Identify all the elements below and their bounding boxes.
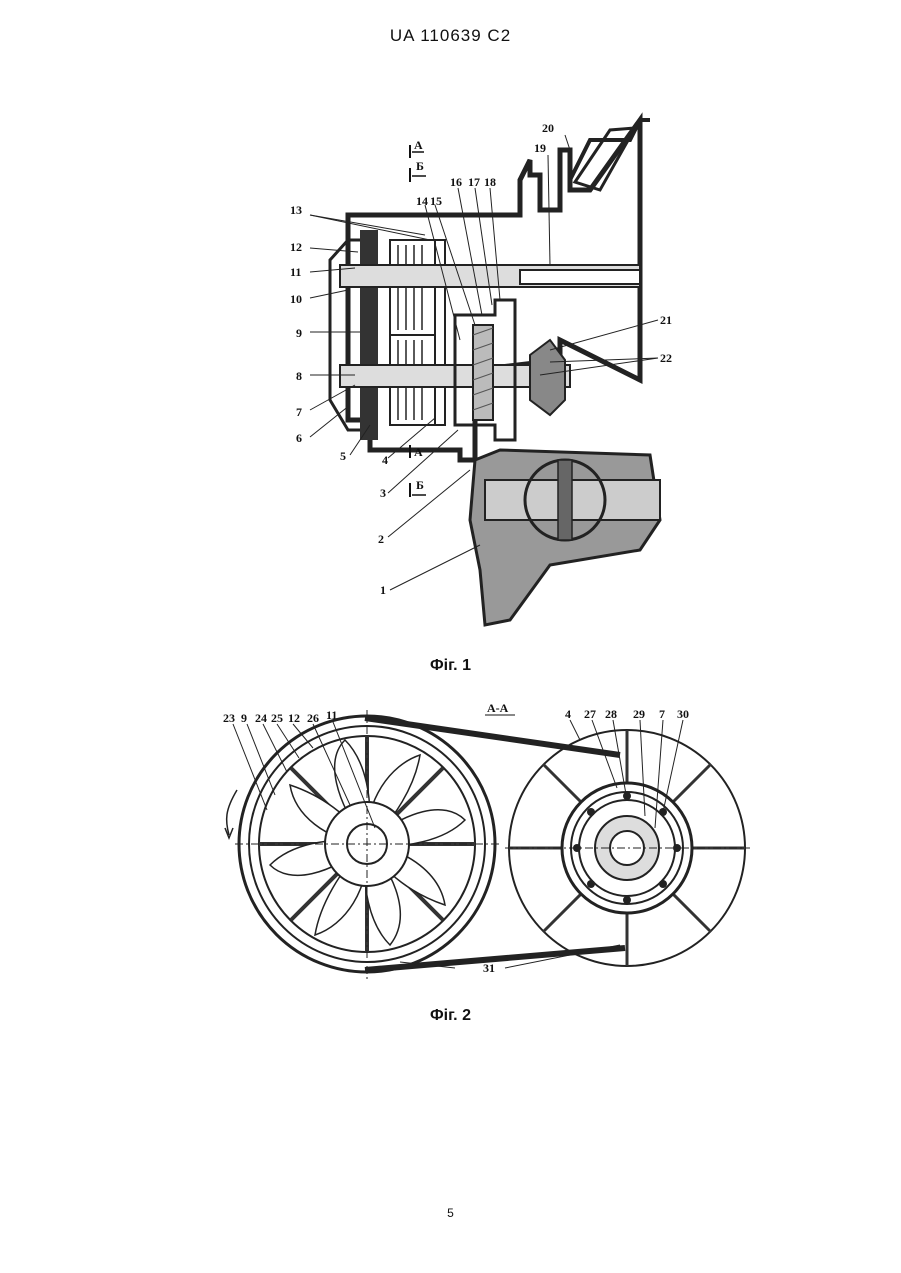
label-12: 12 <box>288 711 300 725</box>
svg-text:А: А <box>414 445 423 459</box>
label-24: 24 <box>255 711 267 725</box>
label-25: 25 <box>271 711 283 725</box>
label-15: 15 <box>430 194 442 208</box>
label-7: 7 <box>296 405 302 419</box>
label-13: 13 <box>290 203 302 217</box>
side-plate <box>360 230 378 440</box>
label-29: 29 <box>633 707 645 721</box>
label-11: 11 <box>326 708 337 722</box>
label-6: 6 <box>296 431 302 445</box>
label-27: 27 <box>584 707 596 721</box>
svg-text:Б: Б <box>416 478 424 492</box>
label-26: 26 <box>307 711 319 725</box>
figure-2-drawing: А-А 23 9 24 25 12 26 11 4 27 28 29 7 30 … <box>215 700 765 990</box>
label-9: 9 <box>241 711 247 725</box>
label-9: 9 <box>296 326 302 340</box>
label-30: 30 <box>677 707 689 721</box>
label-16: 16 <box>450 175 462 189</box>
label-4: 4 <box>382 453 388 467</box>
label-23: 23 <box>223 711 235 725</box>
patent-header: UA 110639 C2 <box>0 26 901 46</box>
svg-text:А: А <box>414 138 423 152</box>
section-title: А-А <box>487 701 509 715</box>
label-14: 14 <box>416 194 428 208</box>
label-28: 28 <box>605 707 617 721</box>
svg-text:Б: Б <box>416 159 424 173</box>
figure-2-svg: А-А 23 9 24 25 12 26 11 4 27 28 29 7 30 … <box>215 700 765 985</box>
label-5: 5 <box>340 449 346 463</box>
rotation-arrow-icon <box>227 790 237 835</box>
label-19: 19 <box>534 141 546 155</box>
output-shaft-19 <box>520 270 640 284</box>
spider-gear <box>558 460 572 540</box>
label-20: 20 <box>542 121 554 135</box>
figure-1-svg: А Б А Б <box>230 100 690 640</box>
section-marker-a-top: А <box>410 138 424 158</box>
label-11: 11 <box>290 265 301 279</box>
figure-1-caption: Фіг. 1 <box>0 657 901 675</box>
label-18: 18 <box>484 175 496 189</box>
label-10: 10 <box>290 292 302 306</box>
helical-gear <box>473 325 493 420</box>
section-marker-b-bottom: Б <box>410 478 426 497</box>
label-1: 1 <box>380 583 386 597</box>
label-4: 4 <box>565 707 571 721</box>
label-21: 21 <box>660 313 672 327</box>
label-22: 22 <box>660 351 672 365</box>
label-8: 8 <box>296 369 302 383</box>
label-7: 7 <box>659 707 665 721</box>
label-12: 12 <box>290 240 302 254</box>
figure-2-caption: Фіг. 2 <box>0 1007 901 1025</box>
page-number: 5 <box>0 1206 901 1220</box>
label-2: 2 <box>378 532 384 546</box>
label-3: 3 <box>380 486 386 500</box>
figure-1-drawing: А Б А Б <box>230 100 690 645</box>
label-17: 17 <box>468 175 480 189</box>
label-31: 31 <box>483 961 495 975</box>
section-marker-b-top: Б <box>410 159 426 182</box>
